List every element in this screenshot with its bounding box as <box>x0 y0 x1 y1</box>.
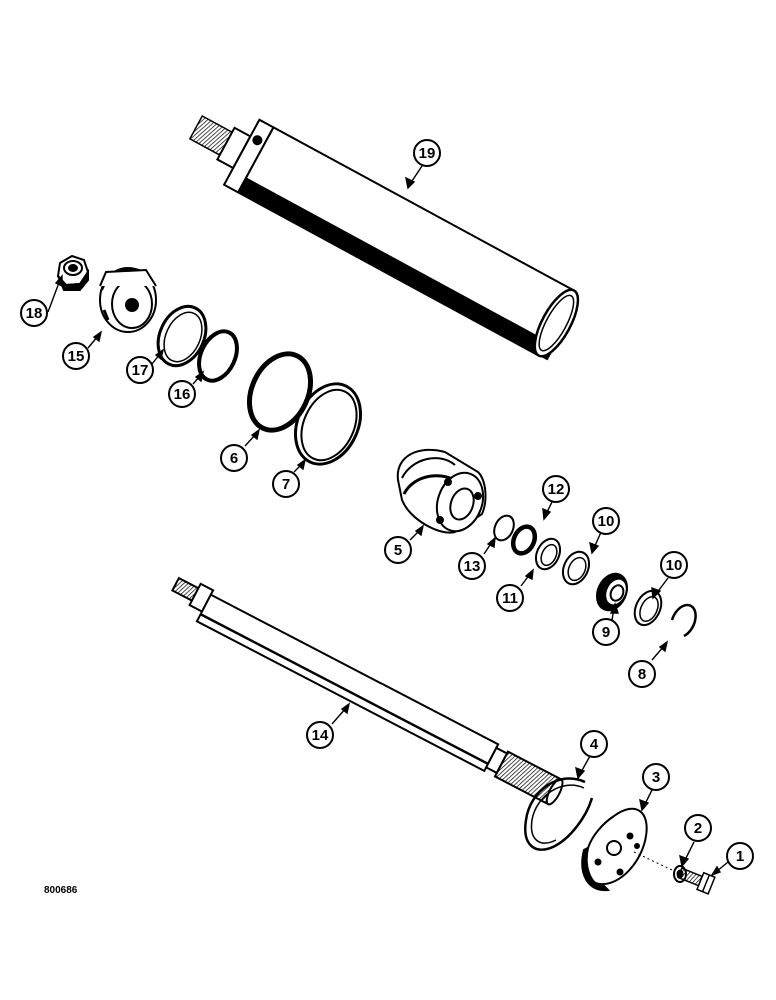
callout-circle <box>126 356 154 384</box>
callout-label: 16 <box>174 386 191 403</box>
callout-15: 15 <box>62 342 90 370</box>
callout-label: 12 <box>548 481 565 498</box>
callout-circle <box>272 470 300 498</box>
callout-label: 18 <box>26 305 43 322</box>
callout-label: 3 <box>652 769 660 786</box>
callout-3: 3 <box>642 763 670 791</box>
callout-circle <box>306 721 334 749</box>
callout-11: 11 <box>496 584 524 612</box>
callout-circle <box>592 618 620 646</box>
assembly-centerlines <box>633 851 673 871</box>
callout-circle <box>660 551 688 579</box>
callout-group: 19 18 15 17 16 6 7 5 12 13 11 10 10 9 8 14 4 3 2 1 <box>20 139 754 870</box>
cap-screw <box>677 867 716 895</box>
figure-reference-code: 800686 <box>44 885 78 896</box>
callout-circle <box>580 730 608 758</box>
callout-19: 19 <box>413 139 441 167</box>
callout-6: 6 <box>220 444 248 472</box>
callout-12: 12 <box>542 475 570 503</box>
callout-circle <box>384 536 412 564</box>
leader-lines <box>47 165 729 877</box>
callout-circle <box>496 584 524 612</box>
callout-9: 9 <box>592 618 620 646</box>
callout-label: 19 <box>419 145 436 162</box>
callout-4: 4 <box>580 730 608 758</box>
callout-7: 7 <box>272 470 300 498</box>
callout-14: 14 <box>306 721 334 749</box>
washer-lower <box>633 589 663 627</box>
gland <box>396 448 487 534</box>
callout-label: 11 <box>502 590 518 607</box>
cylinder-barrel <box>188 114 580 361</box>
callout-circle <box>168 380 196 408</box>
callout-circle <box>642 763 670 791</box>
snap-ring <box>670 603 697 638</box>
callout-label: 13 <box>464 558 481 575</box>
washer-upper <box>561 550 591 586</box>
seal-ring-13 <box>493 514 515 542</box>
callout-label: 6 <box>230 450 238 467</box>
callout-8: 8 <box>628 660 656 688</box>
callout-circle <box>726 842 754 870</box>
o-ring-small <box>197 329 239 383</box>
callout-label: 4 <box>590 736 599 753</box>
callout-17: 17 <box>126 356 154 384</box>
callout-circle <box>542 475 570 503</box>
piston <box>99 267 157 333</box>
backup-ring <box>156 304 208 368</box>
callout-circle <box>62 342 90 370</box>
callout-label: 17 <box>132 362 149 379</box>
wear-ring <box>534 537 562 571</box>
callout-label: 8 <box>638 666 646 683</box>
lock-nut <box>56 254 90 291</box>
callout-label: 2 <box>694 820 702 837</box>
callout-label: 10 <box>598 513 615 530</box>
wiper <box>595 572 629 612</box>
callout-circle <box>592 507 620 535</box>
end-plate <box>581 807 648 892</box>
callout-label: 5 <box>394 542 402 559</box>
callout-label: 14 <box>312 727 329 744</box>
callout-5: 5 <box>384 536 412 564</box>
retaining-ring <box>524 777 594 851</box>
callout-16: 16 <box>168 380 196 408</box>
rod-seal <box>510 524 538 556</box>
callout-circle <box>628 660 656 688</box>
callout-13: 13 <box>458 552 486 580</box>
callout-18: 18 <box>20 299 48 327</box>
backup-ring-large <box>294 382 362 466</box>
callout-label: 7 <box>282 476 290 493</box>
callout-label: 10 <box>666 557 683 574</box>
callout-2: 2 <box>684 814 712 842</box>
piston-rod <box>171 576 564 806</box>
callout-circle <box>684 814 712 842</box>
callout-circle <box>220 444 248 472</box>
callout-1: 1 <box>726 842 754 870</box>
callout-circle <box>20 299 48 327</box>
callout-label: 9 <box>602 624 610 641</box>
o-ring-large <box>247 351 313 433</box>
callout-label: 15 <box>68 348 85 365</box>
callout-circle <box>458 552 486 580</box>
callout-10b: 10 <box>660 551 688 579</box>
callout-label: 1 <box>736 848 744 865</box>
callout-10a: 10 <box>592 507 620 535</box>
callout-circle <box>413 139 441 167</box>
